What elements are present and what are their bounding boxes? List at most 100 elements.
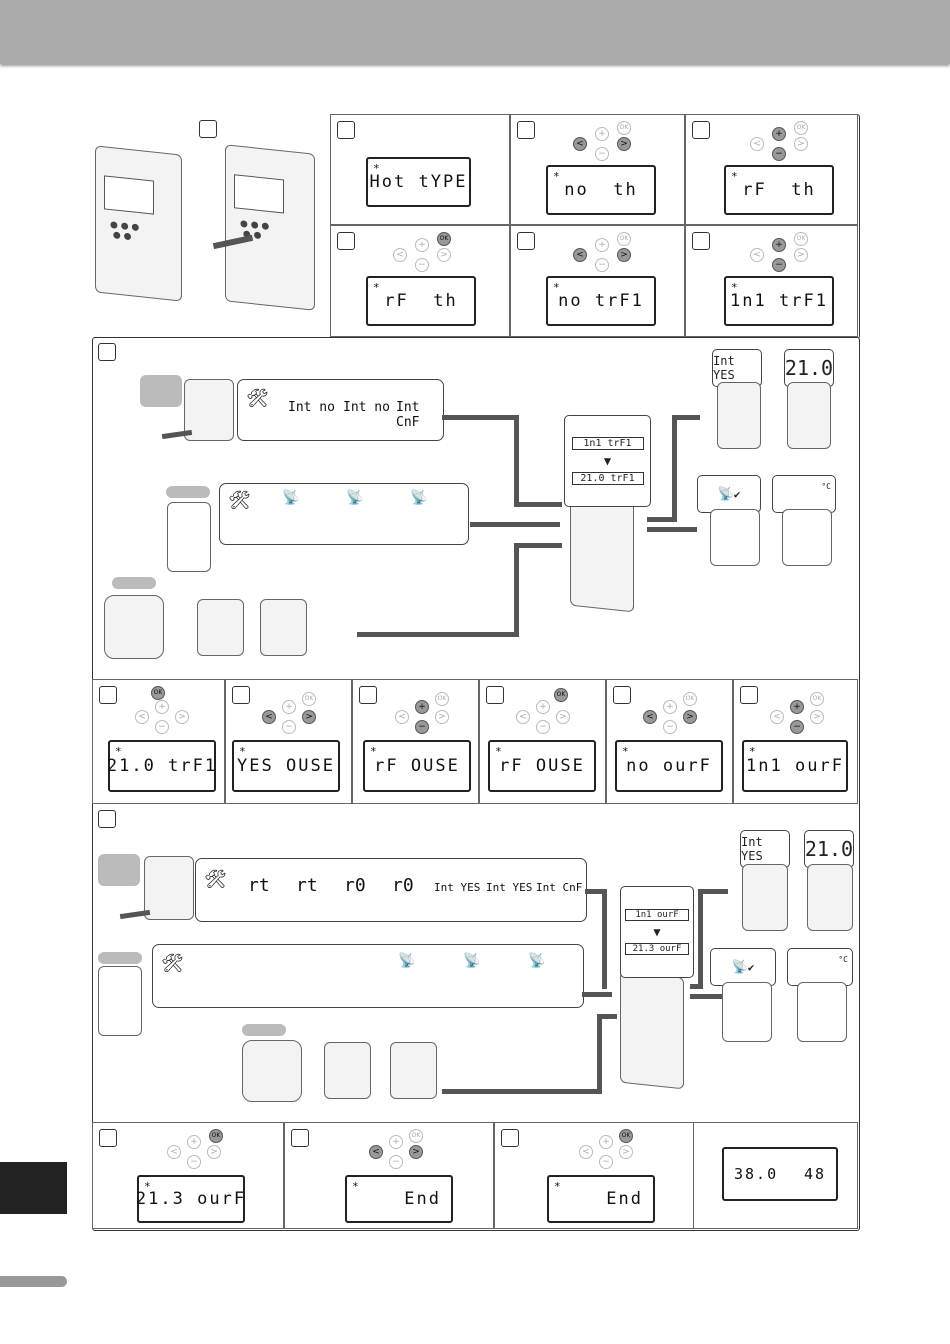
plus-button[interactable]: + [187,1135,201,1149]
plus-button[interactable]: + [772,238,786,252]
strip-step: rt [248,875,270,896]
ok-button[interactable]: OK [209,1129,223,1143]
check-icon: ✔ [747,960,755,974]
right-button[interactable]: > [683,710,697,724]
tools-icon: 🛠 [204,869,227,890]
right-button[interactable]: > [794,248,808,262]
minus-button[interactable]: − [155,720,169,734]
step-c6: < + − > OK *1n1 ourF [733,679,858,804]
thermostat-illustration [717,382,761,449]
right-button[interactable]: > [437,248,451,262]
sensor-base-illustration [197,599,244,656]
ok-button[interactable]: OK [619,1129,633,1143]
left-button[interactable]: < [750,248,764,262]
plus-button[interactable]: + [155,700,169,714]
step-e3: < + − > OK *End [494,1122,694,1229]
minus-button[interactable]: − [595,147,609,161]
plus-button[interactable]: + [282,700,296,714]
variant-tag [98,854,140,886]
thermostat-illustration [742,864,788,931]
ok-button[interactable]: OK [810,692,824,706]
minus-button[interactable]: − [536,720,550,734]
signal-icon: 📡 [282,490,300,506]
right-button[interactable]: > [617,137,631,151]
right-button[interactable]: > [556,710,570,724]
right-button[interactable]: > [435,710,449,724]
lcd-display: *rF th [366,276,476,326]
ok-button[interactable]: OK [302,692,316,706]
step-a3: < + − > OK *no th [510,114,685,225]
left-button[interactable]: < [750,137,764,151]
ok-button[interactable]: OK [794,121,808,135]
plus-button[interactable]: + [790,700,804,714]
ok-button[interactable]: OK [794,232,808,246]
ok-button[interactable]: OK [554,688,568,702]
ok-button[interactable]: OK [435,692,449,706]
ok-button[interactable]: OK [617,232,631,246]
minus-button[interactable]: − [282,720,296,734]
left-button[interactable]: < [135,710,149,724]
lcd-display: *YES OUSE [232,740,340,792]
ok-button[interactable]: OK [437,232,451,246]
left-button[interactable]: < [770,710,784,724]
minus-button[interactable]: − [595,258,609,272]
minus-button[interactable]: − [772,147,786,161]
home-left-value: 38.0 [734,1165,779,1183]
right-button[interactable]: > [617,248,631,262]
plus-button[interactable]: + [595,127,609,141]
right-button[interactable]: > [409,1145,423,1159]
left-button[interactable]: < [643,710,657,724]
step-a4: < + − > OK *rF th [685,114,858,225]
left-button[interactable]: < [395,710,409,724]
right-button[interactable]: > [175,710,189,724]
right-button[interactable]: > [794,137,808,151]
left-button[interactable]: < [573,137,587,151]
step-number-box [99,686,117,704]
left-button[interactable]: < [167,1145,181,1159]
plus-button[interactable]: + [772,127,786,141]
ok-button[interactable]: OK [409,1129,423,1143]
plus-button[interactable]: + [663,700,677,714]
minus-button[interactable]: − [187,1155,201,1169]
left-button[interactable]: < [573,248,587,262]
setup-strip-1: 🛠 Int no Int no Int CnF [237,379,444,441]
signal-icon: 📡 [346,490,364,506]
plus-button[interactable]: + [415,238,429,252]
minus-button[interactable]: − [663,720,677,734]
flow-arrow [442,415,517,420]
left-button[interactable]: < [579,1145,593,1159]
plus-button[interactable]: + [599,1135,613,1149]
flow-arrow [514,543,519,637]
setup-strip-2: 🛠 📡 📡 📡 [219,483,469,545]
ok-button[interactable]: OK [617,121,631,135]
minus-button[interactable]: − [772,258,786,272]
thermostat-illustration [807,864,853,931]
minus-button[interactable]: − [599,1155,613,1169]
step-number-box [232,686,250,704]
left-button[interactable]: < [369,1145,383,1159]
plus-button[interactable]: + [536,700,550,714]
plus-button[interactable]: + [595,238,609,252]
right-button[interactable]: > [302,710,316,724]
home-right-value: 48 [803,1165,826,1183]
right-button[interactable]: > [810,710,824,724]
left-button[interactable]: < [516,710,530,724]
thermostat-illustration [167,502,211,572]
minus-button[interactable]: − [415,258,429,272]
step-number-box [486,686,504,704]
left-button[interactable]: < [262,710,276,724]
left-button[interactable]: < [393,248,407,262]
ok-button[interactable]: OK [151,686,165,700]
right-button[interactable]: > [619,1145,633,1159]
minus-button[interactable]: − [415,720,429,734]
strip-step: Int YES [434,881,481,894]
plus-button[interactable]: + [389,1135,403,1149]
plus-button[interactable]: + [415,700,429,714]
right-button[interactable]: > [207,1145,221,1159]
ok-button[interactable]: OK [683,692,697,706]
minus-button[interactable]: − [389,1155,403,1169]
sensor-base-illustration [260,599,307,656]
minus-button[interactable]: − [790,720,804,734]
flow-arrow [672,415,677,521]
callout-lcd: 1n1 ourF [625,909,689,921]
